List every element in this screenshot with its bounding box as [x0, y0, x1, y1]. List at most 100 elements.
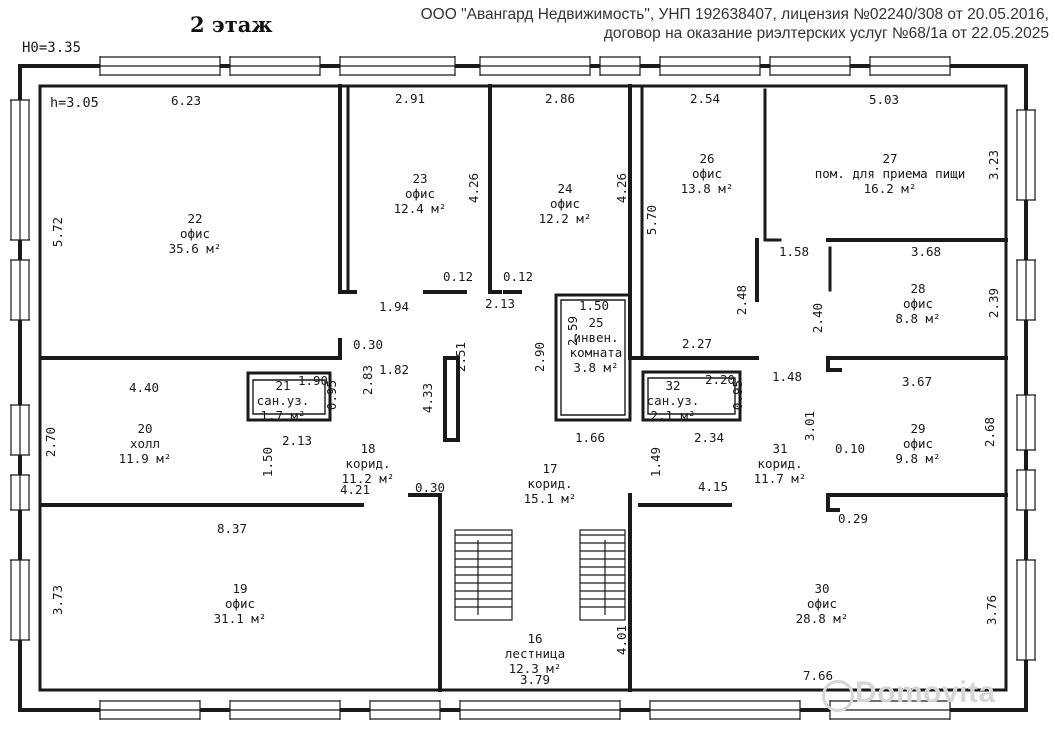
dimension-label: 1.50: [260, 447, 275, 477]
room-number: 21: [275, 378, 290, 393]
interior-wall: [826, 493, 840, 512]
dimension-label: 4.01: [614, 625, 629, 655]
interior-wall: [647, 377, 736, 415]
room-name: сан.уз.: [257, 393, 310, 408]
dimension-label: 1.66: [575, 430, 605, 445]
room-name: офис: [903, 296, 933, 311]
room-number: 19: [232, 581, 247, 596]
dimension-label: 2.83: [360, 365, 375, 395]
dimension-label: 2.90: [532, 342, 547, 372]
dimension-label: 2.27: [682, 336, 712, 351]
dimension-label: 1.90: [298, 373, 328, 388]
floor-title: 2 этаж: [190, 12, 273, 37]
dimension-label: 0.95: [730, 380, 745, 410]
room-area: 12.2 м²: [539, 211, 592, 226]
room-name: офис: [903, 436, 933, 451]
interior-wall: [826, 356, 842, 372]
dimension-label: 8.37: [217, 521, 247, 536]
room-number: 24: [557, 181, 572, 196]
room-number: 31: [772, 441, 787, 456]
room-name: корид.: [345, 456, 390, 471]
dimension-label: 0.10: [835, 441, 865, 456]
dimension-label: 1.58: [779, 244, 809, 259]
agency-contract-line: договор на оказание риэлтерских услуг №6…: [603, 25, 1049, 42]
dimension-label: 3.68: [911, 244, 941, 259]
dimension-label: 4.26: [614, 173, 629, 203]
dimension-label: 4.33: [420, 383, 435, 413]
room-area: 3.8 м²: [573, 360, 618, 375]
room-area: 8.8 м²: [895, 311, 940, 326]
room-name: лестница: [505, 646, 565, 661]
room-number: 16: [527, 631, 542, 646]
dimension-label: 2.13: [282, 433, 312, 448]
dimension-label: 2.34: [694, 430, 724, 445]
dimension-label: 2.54: [690, 91, 720, 106]
room-area: 11.7 м²: [754, 471, 807, 486]
ceiling-height-h0: H0=3.35: [22, 40, 81, 56]
room-area: 15.1 м²: [524, 491, 577, 506]
dimension-label: 0.12: [503, 269, 533, 284]
dimension-label: 2.39: [986, 288, 1001, 318]
room-area: 1.7 м²: [260, 408, 305, 423]
dimension-label: 2.51: [453, 342, 468, 372]
dimension-label: 2.59: [565, 316, 580, 346]
dimension-label: 1.48: [772, 369, 802, 384]
dimension-label: 1.50: [579, 298, 609, 313]
room-number: 22: [187, 211, 202, 226]
room-area: 11.9 м²: [119, 451, 172, 466]
room-name: комната: [570, 345, 623, 360]
room-name: офис: [225, 596, 255, 611]
room-name: холл: [130, 436, 160, 451]
room-area: 12.4 м²: [394, 201, 447, 216]
room-number: 28: [910, 281, 925, 296]
dimension-label: 3.23: [986, 150, 1001, 180]
room-name: корид.: [527, 476, 572, 491]
room-number: 18: [360, 441, 375, 456]
room-number: 26: [699, 151, 714, 166]
dimension-label: 1.94: [379, 299, 409, 314]
dimension-label: 0.30: [353, 337, 383, 352]
ceiling-height-h: h=3.05: [50, 95, 99, 111]
dimension-label: 0.30: [415, 480, 445, 495]
agency-license-line: ООО "Авангард Недвижимость", УНП 1926384…: [420, 6, 1049, 23]
dimension-label: 1.49: [648, 447, 663, 477]
dimension-label: 7.66: [803, 668, 833, 683]
dimension-label: 2.68: [982, 417, 997, 447]
interior-wall: [408, 493, 442, 692]
dimension-label: 5.72: [50, 217, 65, 247]
watermark: Domovita: [855, 676, 996, 709]
interior-wall: [641, 370, 742, 422]
room-area: 35.6 м²: [169, 241, 222, 256]
interior-wall: [554, 293, 632, 422]
room-area: 12.3 м²: [509, 661, 562, 676]
room-area: 31.1 м²: [214, 611, 267, 626]
room-number: 27: [882, 151, 897, 166]
dimension-label: 4.21: [340, 482, 370, 497]
interior-wall: [246, 371, 332, 422]
dimension-label: 2.70: [43, 427, 58, 457]
room-number: 17: [542, 461, 557, 476]
dimension-label: 4.40: [129, 380, 159, 395]
interior-wall: [763, 88, 782, 242]
dimension-label: 0.12: [443, 269, 473, 284]
dimension-label: 2.48: [734, 285, 749, 315]
interior-wall: [252, 379, 326, 415]
room-name: сан.уз.: [647, 393, 700, 408]
room-area: 13.8 м²: [681, 181, 734, 196]
room-name: офис: [550, 196, 580, 211]
room-number: 23: [412, 171, 427, 186]
dimension-label: 0.95: [324, 380, 339, 410]
dimension-label: 4.26: [466, 173, 481, 203]
room-name: пом. для приема пищи: [815, 166, 966, 181]
dimension-label: 5.70: [644, 205, 659, 235]
dimension-label: 3.73: [50, 585, 65, 615]
room-area: 16.2 м²: [864, 181, 917, 196]
dimension-label: 2.86: [545, 91, 575, 106]
dimension-label: 2.20: [705, 372, 735, 387]
dimension-label: 2.91: [395, 91, 425, 106]
dimension-label: 3.67: [902, 374, 932, 389]
room-number: 32: [665, 378, 680, 393]
room-name: корид.: [757, 456, 802, 471]
room-name: офис: [405, 186, 435, 201]
